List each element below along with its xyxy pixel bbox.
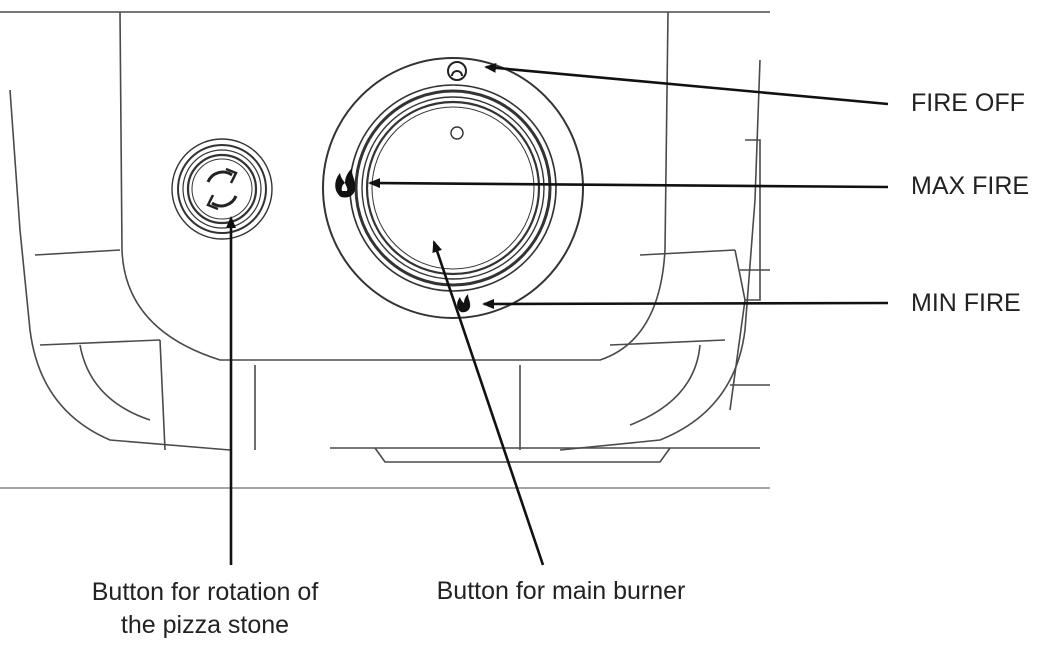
rotate-arrows-icon [206,167,238,211]
main-burner-arrow [432,240,545,566]
main-burner-label: Button for main burner [436,577,686,605]
min-fire-arrow [482,298,889,309]
rotation-button-label-line2: the pizza stone [120,611,290,639]
fire-off-arrow [484,62,889,106]
max-fire-arrow [368,178,889,189]
main-burner-knob[interactable] [322,57,584,319]
fire-off-label: FIRE OFF [911,89,1025,117]
large-flame-icon [335,168,356,198]
rotation-button[interactable] [171,138,273,240]
leader-arrows [226,62,889,566]
knob-indicator-dot [450,126,464,140]
rotation-button-label-line1: Button for rotation of [91,578,319,606]
small-flame-icon [457,294,471,313]
rotation-button-label: Button for rotation of the pizza stone [40,576,370,642]
power-off-icon [447,61,467,81]
max-fire-label: MAX FIRE [911,172,1030,200]
oven-body [0,11,770,489]
min-fire-label: MIN FIRE [911,289,1021,317]
